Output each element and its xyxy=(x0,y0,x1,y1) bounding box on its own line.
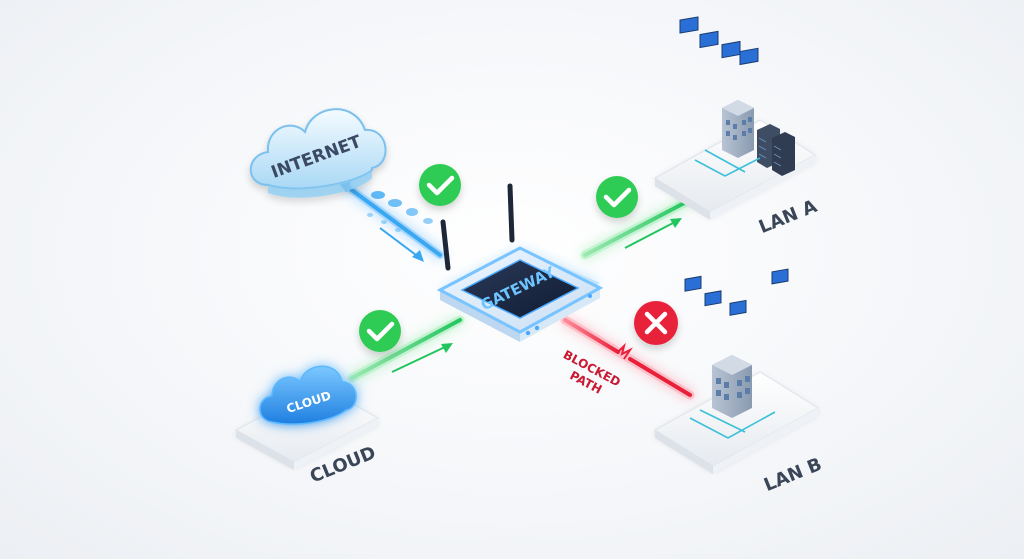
lan-b-label: LAN B xyxy=(761,454,825,496)
blocked-path-label: BLOCKED PATH xyxy=(561,348,623,397)
status-led-icon xyxy=(526,331,530,335)
lan-a-label: LAN A xyxy=(756,196,820,238)
check-icon xyxy=(596,176,638,218)
office-building-icon xyxy=(722,100,754,158)
check-icon xyxy=(419,164,461,206)
antenna-icon xyxy=(510,186,512,240)
antenna-icon xyxy=(443,222,448,268)
workstation-icon xyxy=(680,17,758,65)
cloud-node[interactable]: CLOUD CLOUD xyxy=(236,366,379,487)
check-icon xyxy=(359,310,401,352)
status-led-icon xyxy=(588,294,592,298)
internet-node[interactable]: INTERNET xyxy=(251,109,386,198)
workstation-icon xyxy=(685,269,788,315)
blocked-x-icon xyxy=(634,301,678,345)
status-led-icon xyxy=(535,326,539,330)
lan-b-node[interactable]: LAN B xyxy=(655,269,825,496)
office-building-icon xyxy=(712,355,752,418)
